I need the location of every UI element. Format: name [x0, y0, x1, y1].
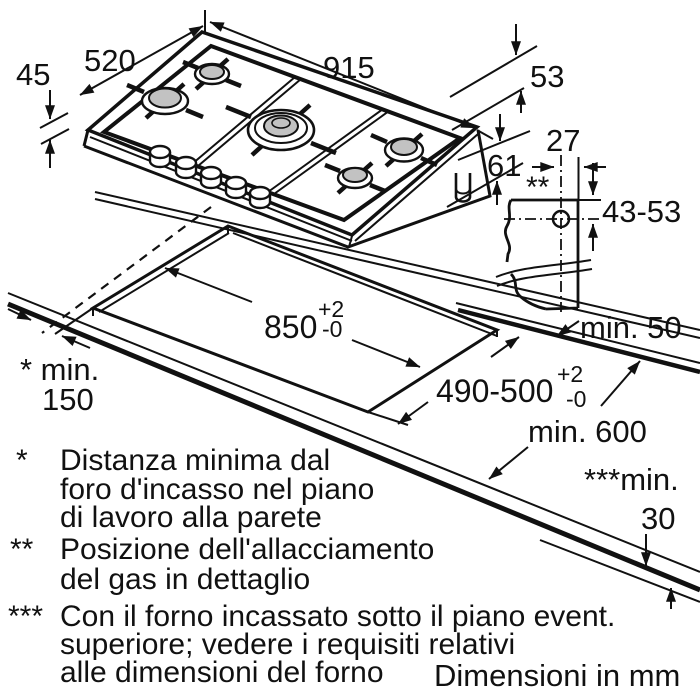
dimension-min-150: * min. 150: [7, 307, 99, 417]
gas-depth-label: 43-53: [602, 194, 681, 229]
oven-min-label-1: ***min.: [584, 462, 679, 497]
footnote-marker-1: *: [16, 444, 28, 477]
dimension-490-500: 490-500 +2 -0: [367, 336, 586, 426]
wall-line: [41, 206, 212, 334]
dimension-min-50: min. 50: [556, 310, 682, 345]
oven-min-label-2: 30: [641, 501, 675, 536]
control-knobs: [148, 144, 272, 210]
cutout-depth-label: 490-500: [436, 373, 553, 409]
footnote-line: superiore; vedere i requisiti relativi: [60, 628, 515, 661]
gas-offset-label: 27: [546, 123, 580, 158]
footnote-line: di lavoro alla parete: [60, 501, 322, 534]
cutout-width-label: 850: [264, 309, 317, 345]
burner-center-wok: [246, 108, 316, 152]
burner-back-left: [193, 62, 231, 86]
worktop-drawing: [7, 191, 700, 603]
cutout-depth-tol-up: +2: [557, 361, 583, 387]
units-note: Dimensioni in mm: [434, 658, 680, 693]
cutout-width-tol-up: +2: [318, 296, 344, 322]
wall-min-label-2: 150: [42, 382, 94, 417]
gas-detail-marker: **: [526, 171, 550, 204]
wall-min-label-1: * min.: [20, 352, 99, 387]
hob-width-label: 915: [323, 50, 375, 85]
hob-below-worktop-label: 61: [487, 148, 521, 183]
cutout-hole: [89, 224, 501, 414]
footnote-line: foro d'incasso nel piano: [60, 473, 374, 506]
dimension-915: 915: [204, 10, 494, 140]
hob-drawing: [82, 30, 492, 249]
dimension-53: 53: [449, 24, 564, 131]
hob-height-left-label: 45: [16, 57, 50, 92]
footnote-line: alle dimensioni del forno: [60, 656, 384, 689]
hob-height-right-label: 53: [530, 59, 564, 94]
burner-front-right: [336, 166, 374, 190]
cutout-width-tol-dn: -0: [322, 316, 342, 342]
dimension-850: 850 +2 -0: [164, 267, 421, 368]
gas-connection-pipe: [454, 173, 472, 203]
dimension-45: 45: [16, 57, 70, 168]
burner-back-right: [383, 137, 425, 163]
footnote-line: del gas in dettaglio: [60, 563, 310, 596]
dimension-min-600: min. 600: [488, 360, 647, 480]
back-min-label: min. 50: [580, 310, 682, 345]
footnote-marker-3: ***: [8, 600, 43, 633]
dimension-min-30: ***min. 30: [584, 462, 679, 609]
dimension-61: 61: [446, 114, 531, 208]
worktop-min-label: min. 600: [528, 414, 647, 449]
hob-depth-label: 520: [84, 43, 136, 78]
footnote-line: Con il forno incassato sotto il piano ev…: [60, 600, 615, 633]
footnote-line: Distanza minima dal: [60, 444, 330, 477]
footnote-marker-2: **: [10, 533, 34, 566]
footnote-line: Posizione dell'allacciamento: [60, 533, 434, 566]
footnotes: * Distanza minima dal foro d'incasso nel…: [8, 444, 680, 693]
gas-connection-detail: 27 ** 43-53: [495, 123, 681, 312]
cutout-depth-tol-dn: -0: [566, 386, 586, 412]
dimension-520: 520: [79, 25, 204, 96]
burner-front-left: [140, 86, 190, 116]
